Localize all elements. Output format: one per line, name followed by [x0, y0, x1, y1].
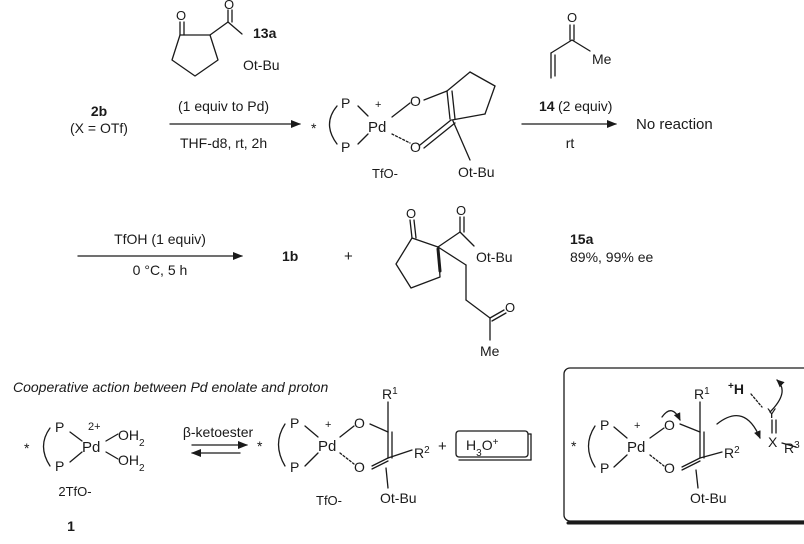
atom-p-box-upper: P	[600, 417, 609, 433]
aqua-ligand-1: OH2	[118, 427, 145, 449]
atom-p-upper: P	[341, 95, 350, 111]
pd-charge-box: +	[634, 420, 640, 432]
atom-o-13a-ester: O	[224, 0, 234, 12]
ester-group: Ot-Bu	[458, 164, 495, 180]
substituent-13a-ester: Ot-Bu	[243, 57, 280, 73]
atom-o-15a-side: O	[505, 300, 515, 315]
atom-y: Y	[767, 405, 777, 421]
reagent-equiv-label: (1 equiv to Pd)	[178, 98, 269, 114]
metal-pd-box: Pd	[627, 439, 645, 456]
hydronium-text: H3O+	[466, 437, 499, 459]
atom-o-15a-ester: O	[456, 203, 466, 218]
atom-p-gen-lower: P	[290, 459, 299, 475]
atom-o-gen-carbonyl: O	[354, 459, 365, 475]
atom-o-enolate: O	[410, 93, 421, 109]
product-yield-15a: 89%, 99% ee	[570, 249, 653, 265]
structure-aqua-complex	[42, 427, 119, 467]
reaction-conditions-3: 0 °C, 5 h	[133, 262, 188, 278]
chiral-star-1: *	[311, 120, 317, 136]
metal-pd: Pd	[368, 119, 386, 136]
mechanism-box	[563, 367, 804, 525]
reaction-conditions-1: THF-d8, rt, 2h	[180, 135, 267, 151]
compound-label-14: 14	[539, 98, 555, 114]
compound-label-1: 1	[67, 518, 75, 534]
compound-label-13a: 13a	[253, 25, 277, 41]
ester-group-gen: Ot-Bu	[380, 490, 417, 506]
substituent-r1-box: R1	[694, 386, 710, 403]
atom-o-15a-ketone: O	[406, 206, 416, 221]
counterion-tfo: TfO-	[372, 166, 398, 181]
no-reaction-text: No reaction	[636, 116, 713, 133]
atom-o-14: O	[567, 10, 577, 25]
atom-p-lower: P	[341, 139, 350, 155]
reagent-equiv-14: (2 equiv)	[558, 98, 612, 114]
plus-sign-2: +	[438, 438, 447, 455]
atom-o-carbonyl: O	[410, 139, 421, 155]
atom-p-gen-upper: P	[290, 415, 299, 431]
pd-charge: +	[375, 99, 381, 111]
product-label-15a: 15a	[570, 231, 594, 247]
substituent-r2: R2	[414, 445, 430, 462]
product-label-1b: 1b	[282, 248, 298, 264]
counterion-2tfo: 2TfO-	[58, 484, 91, 499]
chiral-star-3: *	[257, 438, 263, 454]
methyl-15a: Me	[480, 343, 500, 359]
atom-p-aqua-lower: P	[55, 458, 64, 474]
atom-o-gen-enolate: O	[354, 415, 365, 431]
counterion-tfo-gen: TfO-	[316, 493, 342, 508]
plus-sign-1: +	[344, 248, 353, 265]
structure-13a	[171, 9, 243, 77]
substituent-r1: R1	[382, 386, 398, 403]
reaction-reagent-3: TfOH (1 equiv)	[114, 231, 206, 247]
structure-pd-enolate	[328, 71, 496, 161]
structure-14	[550, 24, 591, 79]
atom-p-box-lower: P	[600, 460, 609, 476]
ester-group-box: Ot-Bu	[690, 490, 727, 506]
metal-pd-aqua: Pd	[82, 439, 100, 456]
atom-o-13a-ketone: O	[176, 8, 186, 23]
structure-generic-enolate	[277, 401, 413, 489]
equilibrium-reagent: β-ketoester	[183, 424, 254, 440]
pd-charge-2plus: 2+	[88, 421, 101, 433]
substituent-r2-box: R2	[724, 445, 740, 462]
start-material-note: (X = OTf)	[70, 120, 128, 136]
ester-group-15a: Ot-Bu	[476, 249, 513, 265]
mechanism-caption: Cooperative action between Pd enolate an…	[13, 379, 328, 395]
atom-x: X	[768, 434, 778, 450]
pd-charge-gen: +	[325, 419, 331, 431]
structure-15a	[395, 216, 507, 341]
proton-label: +H	[728, 381, 744, 398]
hydronium-box	[455, 430, 529, 458]
chiral-star-2: *	[24, 440, 30, 456]
compound-label-2b: 2b	[91, 103, 107, 119]
metal-pd-gen: Pd	[318, 438, 336, 455]
reaction-conditions-2: rt	[566, 135, 575, 151]
aqua-ligand-2: OH2	[118, 452, 145, 474]
substituent-r3: R3	[784, 440, 800, 457]
chiral-star-4: *	[571, 438, 577, 454]
methyl-14: Me	[592, 51, 612, 67]
atom-o-box-carbonyl: O	[664, 460, 675, 476]
atom-o-box-enolate: O	[664, 417, 675, 433]
atom-p-aqua-upper: P	[55, 419, 64, 435]
